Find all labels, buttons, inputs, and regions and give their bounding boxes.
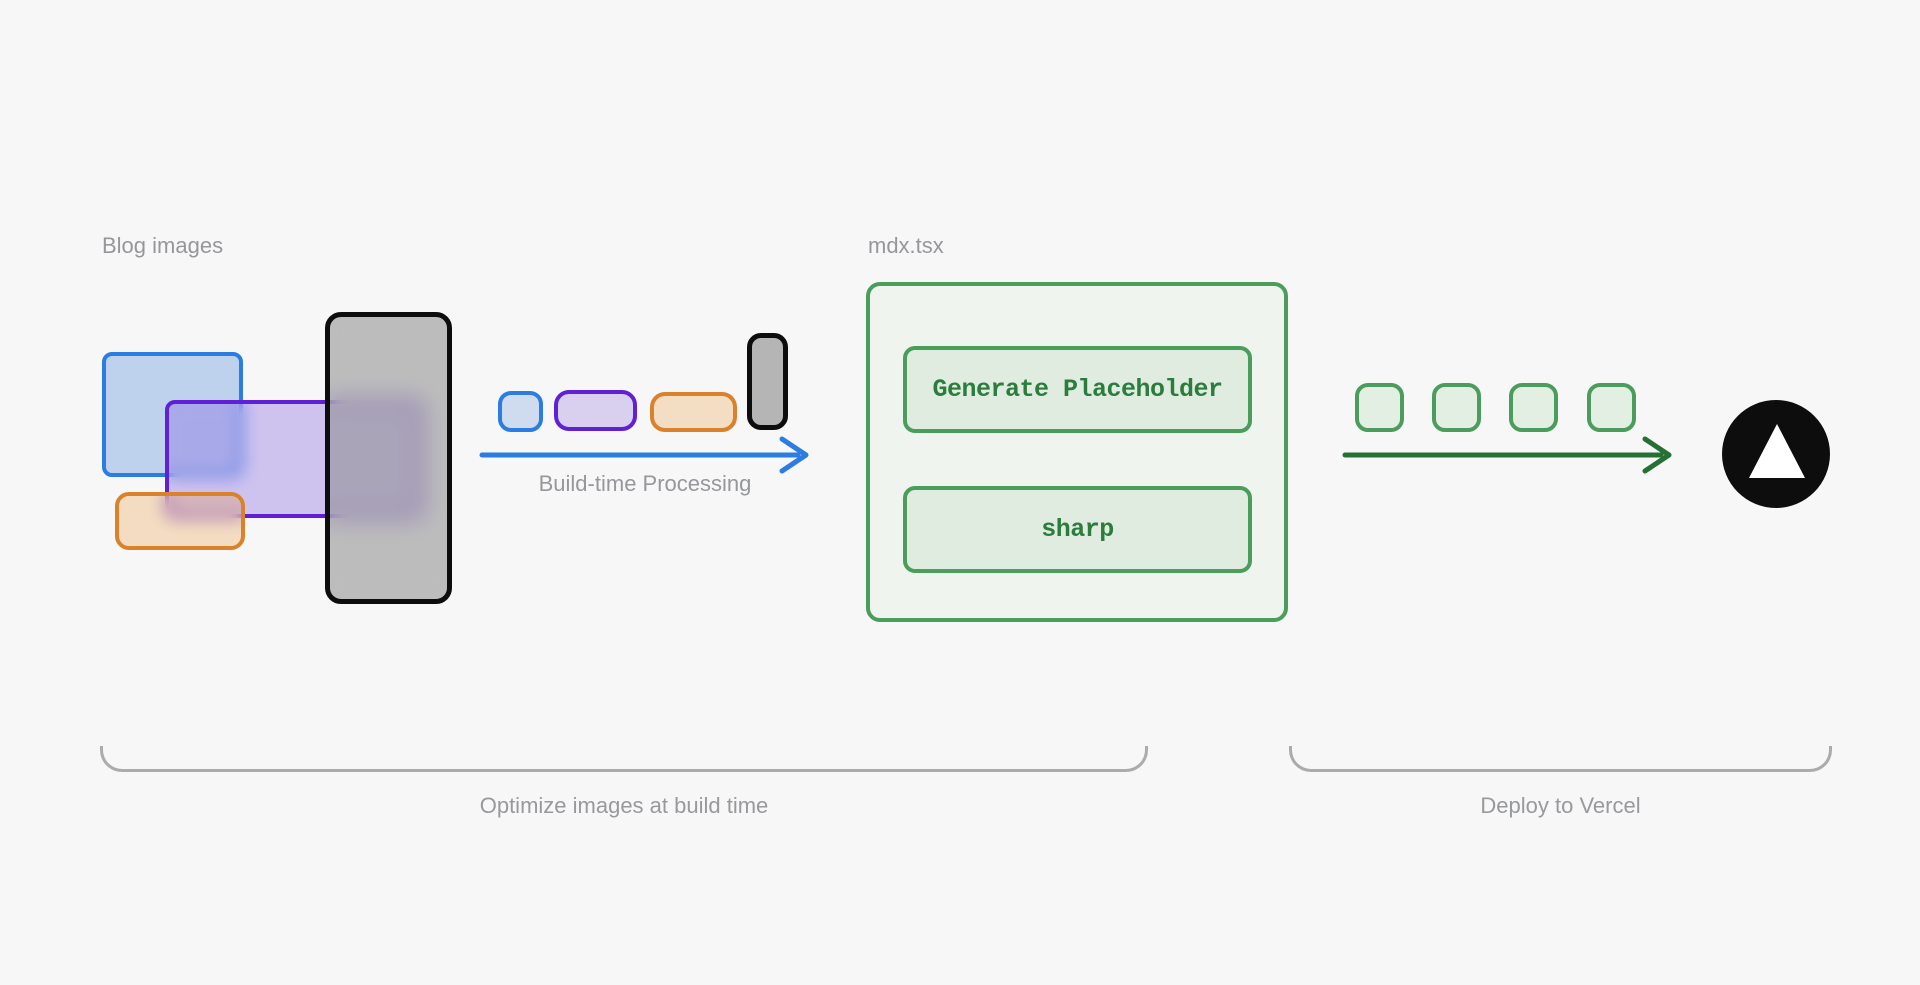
sharp-label: sharp [1041, 515, 1114, 544]
deployed-image-2 [1432, 383, 1481, 432]
deployed-image-3 [1509, 383, 1558, 432]
optimize-group-label: Optimize images at build time [479, 793, 769, 818]
optimized-image-blue [498, 391, 543, 432]
blog-images-label: Blog images [102, 233, 224, 258]
build-arrow-label: Build-time Processing [538, 471, 752, 496]
optimize-group-brace [100, 746, 1148, 772]
blog-image-gray [325, 312, 452, 604]
deployed-image-4 [1587, 383, 1636, 432]
sharp-step: sharp [903, 486, 1252, 573]
deployed-image-1 [1355, 383, 1404, 432]
deploy-arrow-icon [1342, 436, 1672, 474]
optimized-image-orange [650, 392, 737, 432]
blog-image-orange [115, 492, 245, 550]
optimized-image-gray [747, 333, 788, 430]
optimized-image-purple [554, 390, 637, 431]
generate-placeholder-step: Generate Placeholder [903, 346, 1252, 433]
generate-placeholder-label: Generate Placeholder [932, 375, 1223, 404]
deploy-group-brace [1289, 746, 1832, 772]
deploy-group-label: Deploy to Vercel [1480, 793, 1641, 818]
mdx-file-label: mdx.tsx [868, 233, 944, 258]
vercel-logo-icon [1722, 400, 1830, 508]
build-arrow-icon [479, 436, 809, 474]
